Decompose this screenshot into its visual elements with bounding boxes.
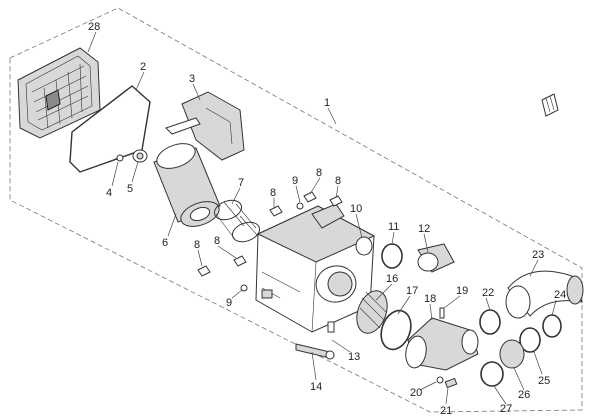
callout-5: 5: [127, 183, 133, 195]
part-seal-ring: [380, 309, 412, 351]
part-fittings: [436, 376, 458, 389]
callout-12: 12: [418, 223, 430, 235]
callout-28: 28: [88, 21, 100, 33]
callout-23: 23: [532, 249, 544, 261]
part-drain-tube: [295, 321, 335, 360]
callout-27: 27: [500, 403, 512, 415]
callout-11: 11: [388, 221, 399, 233]
callout-24: 24: [554, 289, 566, 301]
callout-8-d: 8: [194, 239, 200, 251]
part-mesh-screen: [356, 290, 388, 334]
callout-16: 16: [386, 273, 398, 285]
callout-8-a: 8: [270, 187, 276, 199]
callout-3: 3: [189, 73, 195, 85]
callout-1: 1: [324, 97, 330, 109]
callout-10: 10: [350, 203, 362, 215]
callout-21: 21: [440, 405, 452, 417]
callout-25: 25: [538, 375, 550, 387]
callout-8-b: 8: [316, 167, 322, 179]
part-clamp-ring-11: [381, 243, 403, 269]
part-screw-4: [109, 154, 124, 163]
part-intake-duct: [405, 317, 479, 371]
part-small-bracket-icon: [541, 93, 559, 117]
leader-lines: [87, 31, 557, 405]
part-clamps: [197, 191, 343, 292]
part-nipple: [439, 307, 445, 319]
callout-labels: 28 2 3 1 4 5 6 7 8 9 8 8 10 11 12 8 8 9 …: [88, 21, 566, 417]
callout-8-c: 8: [335, 175, 341, 187]
part-elbow-hose: [505, 270, 584, 319]
assembly-boundary: [9, 7, 583, 413]
part-rubber-boot: [417, 243, 455, 273]
part-connector-10: [355, 236, 373, 256]
callout-7: 7: [238, 177, 244, 189]
part-filter-element: [153, 143, 221, 227]
callout-22: 22: [482, 287, 494, 299]
callout-9-a: 9: [292, 175, 298, 187]
callout-9-b: 9: [226, 297, 232, 309]
part-bracket: [165, 91, 245, 161]
callout-8-e: 8: [214, 235, 220, 247]
callout-4: 4: [106, 187, 112, 199]
part-grommet: [132, 149, 148, 163]
callout-17: 17: [406, 285, 418, 297]
part-filter-grille: [17, 47, 101, 139]
part-clamp-24: [542, 314, 562, 338]
part-clamp-22: [479, 309, 501, 335]
part-filter-cage: [213, 199, 261, 243]
callout-20: 20: [410, 387, 422, 399]
part-air-box-housing: [255, 203, 376, 333]
callout-14: 14: [310, 381, 322, 393]
callout-13: 13: [348, 351, 360, 363]
part-clamp-27: [480, 361, 504, 387]
part-coupler: [499, 327, 541, 369]
callout-2: 2: [140, 61, 146, 73]
callout-18: 18: [424, 293, 436, 305]
callout-19: 19: [456, 285, 468, 297]
callout-26: 26: [518, 389, 530, 401]
callout-6: 6: [162, 237, 168, 249]
